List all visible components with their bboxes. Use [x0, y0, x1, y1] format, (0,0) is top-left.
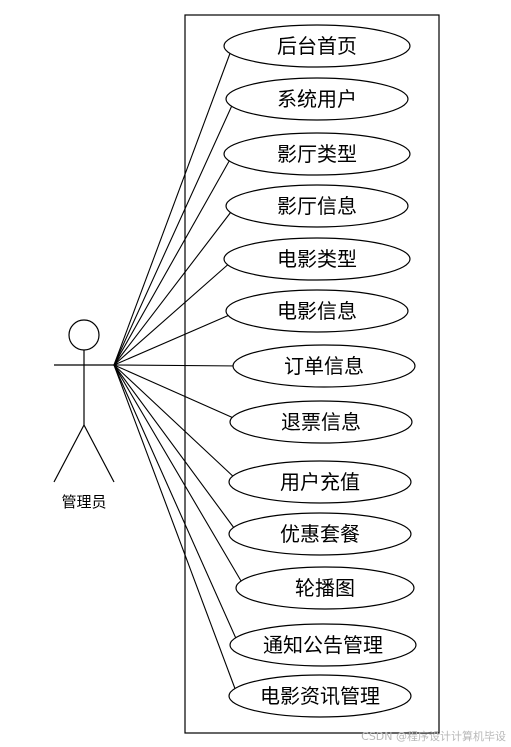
association-line: [113, 207, 235, 366]
use-case-label: 影厅信息: [277, 194, 357, 218]
association-line: [113, 260, 233, 366]
use-case-label: 电影信息: [277, 299, 357, 323]
association-line: [113, 364, 238, 481]
association-lines: [113, 47, 245, 695]
actor-admin: [53, 319, 115, 483]
association-line: [113, 312, 235, 366]
association-line: [113, 47, 233, 366]
association-line: [113, 364, 239, 644]
system-boundary: [184, 14, 440, 734]
use-case-label: 用户充值: [280, 470, 360, 494]
use-case-label: 通知公告管理: [263, 633, 383, 657]
use-case-ellipse: [228, 460, 412, 504]
use-cases: 后台首页系统用户影厅类型影厅信息电影类型电影信息订单信息退票信息用户充值优惠套餐…: [223, 24, 417, 718]
use-case-label: 系统用户: [277, 87, 357, 111]
use-case-ellipse: [232, 344, 416, 388]
actor-label: 管理员: [61, 493, 106, 511]
use-case-label: 轮播图: [295, 576, 355, 600]
use-case-label: 电影资讯管理: [260, 684, 380, 708]
use-case-ellipse: [228, 674, 412, 718]
actor-right-leg: [83, 424, 115, 483]
association-line: [113, 100, 235, 366]
use-case-label: 优惠套餐: [280, 522, 360, 546]
use-case-label: 电影类型: [277, 247, 357, 271]
association-line: [113, 364, 238, 695]
association-line: [113, 364, 239, 421]
use-case-ellipse: [229, 623, 417, 667]
use-case-label: 影厅类型: [277, 142, 357, 166]
use-case-ellipse: [225, 289, 409, 333]
use-case-ellipse: [228, 512, 412, 556]
use-case-ellipse: [235, 566, 415, 610]
use-case-label: 订单信息: [284, 354, 364, 378]
use-case-label: 退票信息: [281, 410, 361, 434]
association-line: [113, 155, 233, 366]
association-line: [113, 364, 242, 367]
use-case-ellipse: [225, 184, 409, 228]
use-case-label: 后台首页: [277, 34, 357, 58]
actor-left-leg: [53, 424, 85, 483]
use-case-ellipse: [225, 77, 409, 121]
actor-head: [68, 319, 100, 351]
association-line: [113, 364, 238, 533]
association-line: [113, 364, 245, 587]
use-case-ellipse: [223, 132, 411, 176]
use-case-ellipse: [223, 237, 411, 281]
watermark: CSDN @程序设计计算机毕设: [361, 729, 506, 743]
use-case-ellipse: [223, 24, 411, 68]
use-case-ellipse: [229, 400, 413, 444]
